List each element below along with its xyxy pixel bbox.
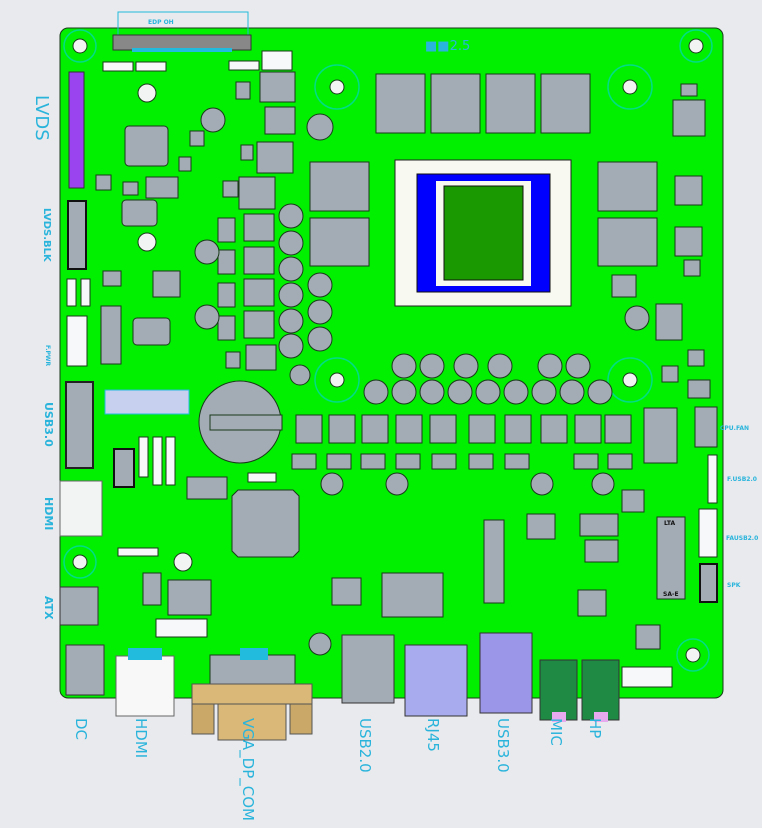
rj45-label: RJ45	[424, 718, 442, 752]
hdmi-port[interactable]	[115, 655, 175, 717]
inductors-and-caps	[194, 203, 711, 399]
mic-jack[interactable]	[539, 659, 578, 721]
vga-silk	[240, 648, 268, 660]
fpanel-header[interactable]	[66, 315, 88, 367]
atx-connector[interactable]	[59, 586, 99, 626]
battery-clip	[209, 414, 283, 431]
edp-connector[interactable]	[112, 34, 252, 51]
vga-dp-com-connector[interactable]	[191, 683, 313, 705]
vga-dp-com-label: VGA_DP_COM	[238, 718, 257, 821]
fausb20-label: FAUSB2.0	[726, 535, 758, 542]
comp-g	[577, 589, 607, 617]
m2-bottom-label: SA-E	[663, 591, 679, 598]
header-mid-2[interactable]	[152, 436, 163, 486]
vga-screw-right	[289, 703, 313, 735]
header-mid-1[interactable]	[138, 436, 149, 478]
header-mid-5[interactable]	[247, 472, 277, 483]
fan-header-small[interactable]	[113, 448, 135, 488]
lvds-header[interactable]	[68, 71, 85, 189]
comp-h	[621, 489, 645, 513]
comp-c	[331, 577, 362, 606]
header-mid-3[interactable]	[165, 436, 176, 486]
hdmi-silk	[128, 648, 162, 660]
header-top-4[interactable]	[261, 50, 293, 71]
chipset	[231, 489, 300, 558]
f-pwr-label: F.PWR	[44, 345, 51, 367]
hp-tip	[594, 712, 608, 722]
hp-jack[interactable]	[581, 659, 620, 721]
lvds-blk-label: LVDS.BLK	[41, 208, 52, 263]
usb30-port[interactable]	[479, 632, 533, 714]
capacitor-row	[291, 353, 678, 496]
m2-lte-slot[interactable]	[656, 516, 686, 600]
dc-label: DC	[72, 718, 90, 740]
comp-d	[526, 513, 556, 540]
header-top-1[interactable]	[102, 61, 134, 72]
m2-top-label: LTA	[664, 520, 675, 527]
spk-label: SPK	[727, 582, 741, 589]
f-usb20-header[interactable]	[707, 454, 718, 504]
header-bottom-right[interactable]	[621, 666, 673, 688]
vga-screw-left	[191, 703, 215, 735]
header-top-2[interactable]	[135, 61, 167, 72]
hdmi-port-side[interactable]	[59, 480, 103, 537]
cpu-area-label: ■■2.5	[425, 39, 470, 54]
sata-connector[interactable]	[104, 389, 190, 415]
f-usb20-label: F.USB2.0	[727, 476, 757, 483]
usb30-header[interactable]	[65, 381, 94, 469]
header-top-3[interactable]	[228, 60, 260, 71]
comp-i	[635, 624, 661, 650]
cpu-fan-header[interactable]	[694, 406, 718, 448]
vga-body	[217, 703, 287, 741]
header-bottom-left[interactable]	[155, 618, 208, 638]
lan-chip	[381, 572, 444, 618]
header-mid-4[interactable]	[186, 476, 228, 500]
header-mid-6[interactable]	[117, 547, 159, 557]
lvds-blk-connector[interactable]	[67, 200, 87, 270]
edp-silk	[132, 48, 232, 52]
lvds-label: LVDS	[31, 95, 52, 141]
atx-label: ATX	[42, 596, 55, 620]
components	[95, 71, 706, 365]
header-left-2[interactable]	[80, 278, 91, 307]
usb20-port[interactable]	[341, 634, 395, 704]
usb30-label: USB3.0	[494, 718, 512, 773]
dc-jack[interactable]	[65, 644, 105, 696]
mounting-holes	[63, 29, 713, 672]
mic-label: MIC	[547, 718, 565, 746]
comp-b	[167, 579, 212, 616]
comp-f	[584, 539, 619, 563]
mic-tip	[552, 712, 566, 722]
comp-e	[579, 513, 619, 537]
header-left-1[interactable]	[66, 278, 77, 307]
fausb20-header[interactable]	[698, 508, 718, 558]
hdmi-side-label: HDMI	[42, 497, 55, 530]
hp-label: HP	[586, 718, 604, 738]
comp-a	[142, 572, 162, 606]
spk-header[interactable]	[699, 563, 718, 603]
usb30-header-label: USB3.0	[42, 402, 55, 447]
rj45-port[interactable]	[404, 644, 468, 717]
usb20-label: USB2.0	[356, 718, 374, 773]
cpu-die	[443, 185, 524, 281]
cap-bottom	[308, 632, 332, 656]
cpu-fan-label: CPU.FAN	[720, 425, 749, 432]
m2-slot-a[interactable]	[483, 519, 505, 604]
edp-label: EDP OH	[148, 19, 174, 26]
rear-io-labels: DC HDMI VGA_DP_COM USB2.0 RJ45 USB3.0 MI…	[72, 718, 604, 821]
hdmi-label: HDMI	[132, 718, 150, 758]
